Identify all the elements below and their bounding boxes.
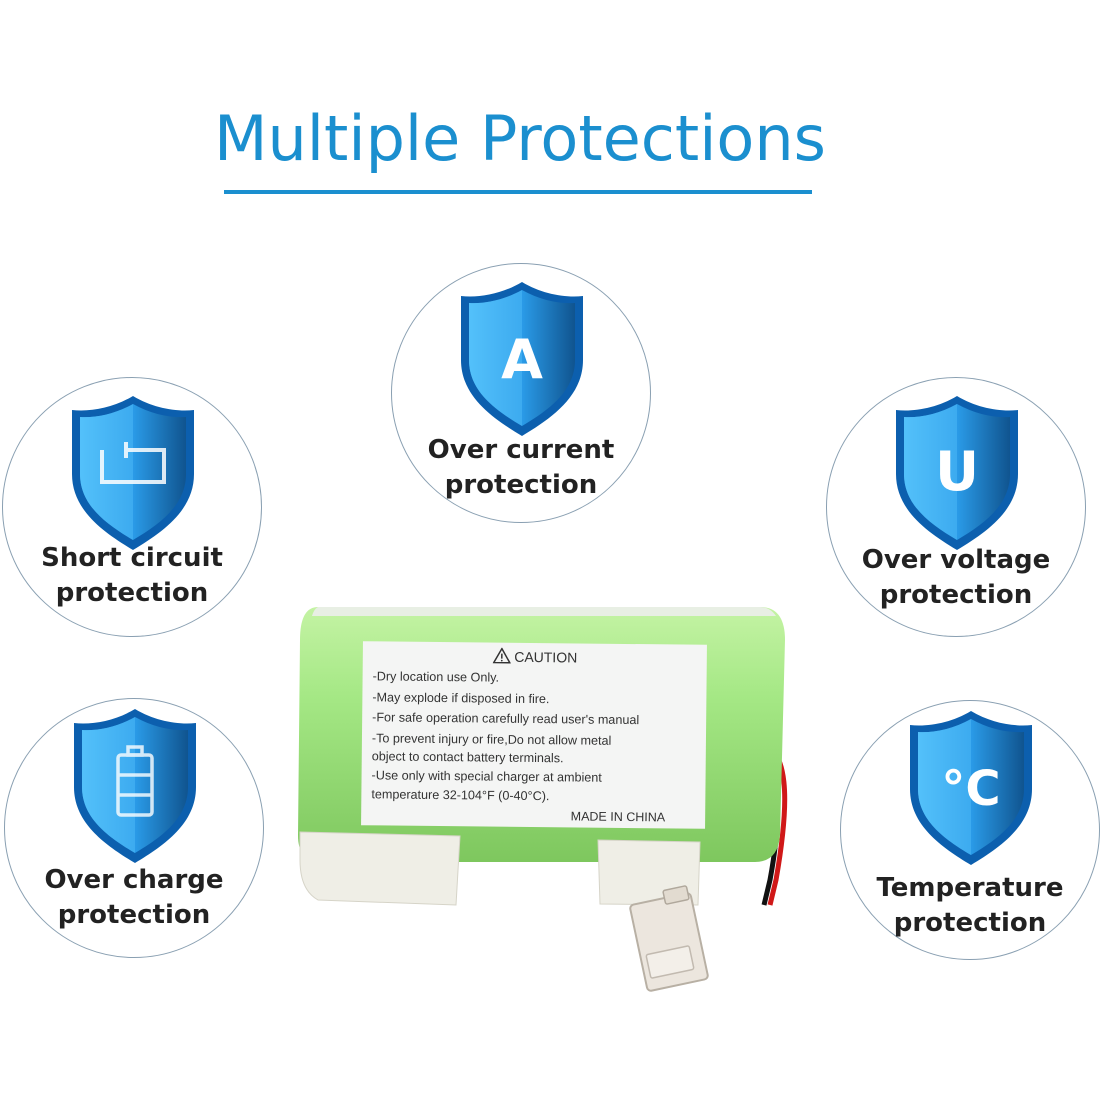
short-circuit-badge: Short circuit protection [2, 377, 262, 637]
short-circuit-shield-icon [68, 392, 198, 552]
warning-triangle-icon [492, 647, 511, 664]
over-current-badge: A Over current protection [391, 263, 651, 523]
ampere-shield-icon: A [457, 278, 587, 438]
over-charge-badge: Over charge protection [4, 698, 264, 958]
caution-line: -Use only with special charger at ambien… [371, 768, 602, 785]
temperature-badge: °C Temperature protection [840, 700, 1100, 960]
title-underline [224, 190, 812, 194]
shield-glyph: U [935, 440, 979, 503]
temperature-shield-icon: °C [906, 707, 1036, 867]
caution-label: CAUTION -Dry location use Only. -May exp… [361, 641, 707, 829]
temperature-label: Temperature protection [876, 873, 1064, 938]
page-title: Multiple Protections [214, 102, 826, 175]
over-current-label: Over current protection [427, 435, 615, 500]
origin-text: MADE IN CHINA [570, 809, 666, 825]
voltage-shield-icon: U [892, 392, 1022, 552]
shield-glyph: °C [941, 761, 1000, 817]
battery-shield-icon [70, 705, 200, 865]
caution-heading: CAUTION [373, 646, 697, 667]
caution-line: temperature 32-104°F (0-40°C). [371, 786, 550, 803]
short-circuit-label: Short circuit protection [41, 543, 223, 608]
shield-glyph: A [501, 328, 543, 391]
caution-line: -Dry location use Only. [372, 669, 500, 685]
caution-line: -For safe operation carefully read user'… [372, 710, 640, 728]
over-charge-label: Over charge protection [44, 865, 224, 930]
over-voltage-label: Over voltage protection [861, 545, 1051, 610]
over-voltage-badge: U Over voltage protection [826, 377, 1086, 637]
